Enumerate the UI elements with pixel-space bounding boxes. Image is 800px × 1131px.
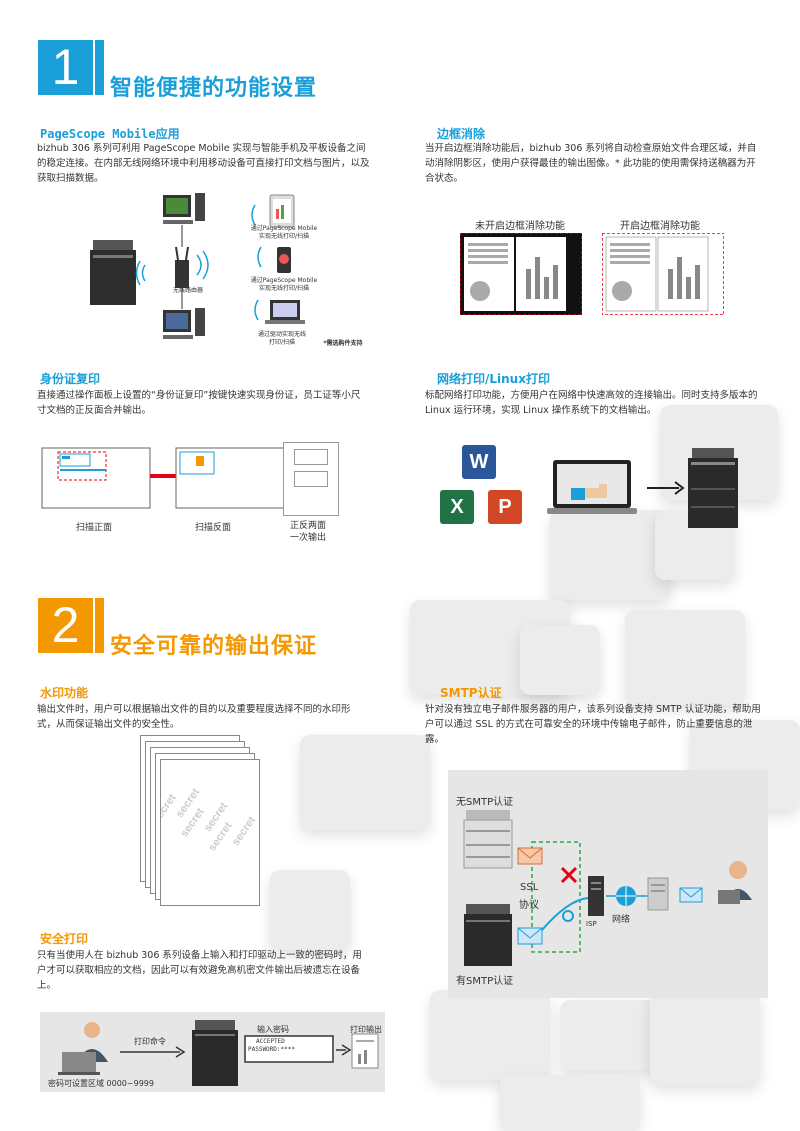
isp-label: ISP <box>586 920 597 928</box>
background-tile <box>430 990 550 1080</box>
idcopy-output-page <box>283 442 339 516</box>
tablet-label: 通过PageScope Mobile实现无线打印/扫描 <box>250 225 318 240</box>
ppt-icon: P <box>488 490 522 524</box>
network-text: 标配网络打印功能，方便用户在网络中快速高效的连接输出。同时支持多版本的 Linu… <box>425 390 758 416</box>
ssl-protocol-label: 协议 <box>519 900 539 911</box>
smtp-yes-label: 有SMTP认证 <box>456 976 514 987</box>
ssl-label: SSL <box>520 882 539 893</box>
laptop-label: 通过驱动实现无线打印/扫描 <box>257 331 306 346</box>
border-text: 当开启边框消除功能后，bizhub 306 系列将自动检查原始文件合理区域，并自… <box>425 143 757 184</box>
smtp-text: 针对没有独立电子邮件服务器的用户，该系列设备支持 SMTP 认证功能，帮助用户可… <box>425 704 761 745</box>
border-on-label: 开启边框消除功能 <box>620 221 700 232</box>
section-bar <box>95 40 104 95</box>
printer-illustration <box>688 448 738 528</box>
background-tile <box>650 990 760 1085</box>
section-number: 2 <box>38 598 93 653</box>
excel-icon-letter: X <box>450 496 464 518</box>
idcopy-front-label: 扫描正面 <box>76 523 113 533</box>
secureprint-diagram <box>40 1012 385 1092</box>
note: *需选购件支持 <box>323 340 363 347</box>
idcopy-output-label: 正反两面一次输出 <box>289 521 326 543</box>
border-off-label: 未开启边框消除功能 <box>475 221 565 232</box>
watermark-text: 输出文件时，用户可以根据输出文件的目的以及重要程度选择不同的水印形式，从而保证输… <box>37 704 351 730</box>
smtp-no-label: 无SMTP认证 <box>456 797 514 808</box>
word-icon: W <box>462 445 496 479</box>
password-range-label: 密码可设置区域 0000~9999 <box>48 1079 154 1088</box>
background-tile <box>270 870 350 950</box>
smtp-heading: SMTP认证 <box>440 686 502 700</box>
idcopy-back-label: 扫描反面 <box>195 523 232 533</box>
smtp-diagram <box>448 770 768 998</box>
background-tile <box>625 610 745 705</box>
pagescope-heading: PageScope Mobile应用 <box>40 127 180 141</box>
word-icon-letter: W <box>469 451 489 473</box>
section-title: 智能便捷的功能设置 <box>110 76 318 101</box>
excel-icon: X <box>440 490 474 524</box>
pagescope-text: bizhub 306 系列可利用 PageScope Mobile 实现与智能手… <box>37 143 370 184</box>
network-heading: 网络打印/Linux打印 <box>437 372 550 386</box>
ppt-icon-letter: P <box>498 496 512 518</box>
idcopy-heading: 身份证复印 <box>40 372 101 386</box>
print-output-label: 打印输出 <box>350 1025 382 1034</box>
print-command-label: 打印命令 <box>134 1037 166 1046</box>
watermark-pages: secret secret secret secret secret secre… <box>140 735 270 915</box>
router-label: 无线路由器 <box>172 287 203 294</box>
phone-label: 通过PageScope Mobile实现无线打印/扫描 <box>250 277 318 292</box>
network-label: 网络 <box>612 915 631 925</box>
laptop-illustration <box>545 458 640 520</box>
section-bar <box>95 598 104 653</box>
background-tile <box>300 735 430 830</box>
accepted-text: ACCEPTED <box>256 1038 285 1045</box>
background-tile <box>500 1075 640 1131</box>
border-off-image <box>459 232 583 316</box>
arrow-icon <box>645 478 685 498</box>
border-on-image <box>601 232 725 316</box>
secureprint-heading: 安全打印 <box>40 932 89 946</box>
idcopy-text: 直接通过操作面板上设置的“身份证复印”按键快速实现身份证，员工证等小尺寸文档的正… <box>37 390 361 416</box>
background-tile <box>520 625 600 695</box>
watermark-heading: 水印功能 <box>40 686 89 700</box>
pagescope-diagram <box>85 185 375 350</box>
border-heading: 边框消除 <box>437 127 486 141</box>
password-text: PASSWORD:**** <box>248 1046 295 1053</box>
section-number: 1 <box>38 40 93 95</box>
background-tile <box>550 510 670 600</box>
background-tile <box>560 1000 660 1070</box>
section-title: 安全可靠的输出保证 <box>110 634 318 659</box>
password-label: 输入密码 <box>257 1025 289 1034</box>
secureprint-text: 只有当使用人在 bizhub 306 系列设备上输入和打印驱动上一致的密码时，用… <box>37 950 362 991</box>
